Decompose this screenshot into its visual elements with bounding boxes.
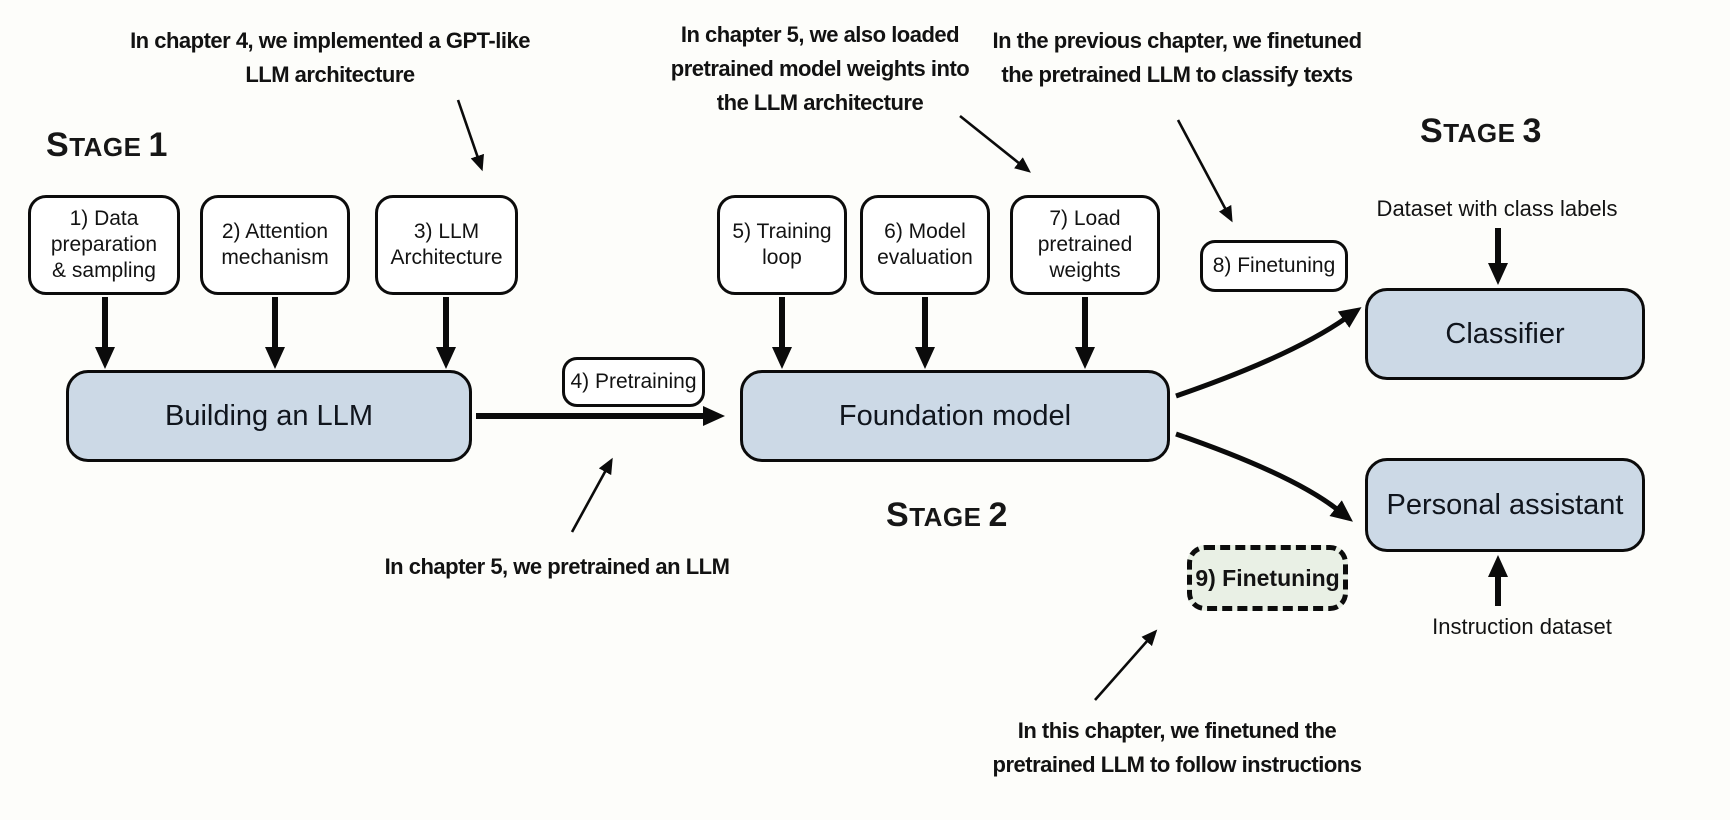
step-box-text-line: 6) Model (884, 220, 966, 243)
stage-label-number: 2 (988, 496, 1008, 534)
main-box-label: Foundation model (838, 399, 1072, 432)
dataset-class-labels-text: Dataset with class labels (1376, 196, 1618, 221)
stage-label-caps: TAGE (69, 132, 142, 162)
main-box-label: Classifier (1445, 317, 1565, 350)
step-box-finetuning-8: 8) Finetuning (1200, 240, 1348, 292)
annotation-chapter4: In chapter 4, we implemented a GPT-like … (130, 24, 530, 92)
step-box-text-line: pretrained (1037, 233, 1133, 256)
annotation-text-line: the pretrained LLM to classify texts (1001, 62, 1353, 87)
annotation-text-line: pretrained model weights into (670, 56, 970, 81)
step-box-text-line: mechanism (221, 246, 329, 269)
arrow-annotation-chapter5-loaded (959, 114, 1031, 173)
step-box-data-preparation: 1) Data preparation & sampling (28, 195, 180, 295)
step-box-text-line: 2) Attention (221, 220, 329, 243)
step-box-training-loop: 5) Training loop (717, 195, 847, 295)
main-box-label: Personal assistant (1386, 488, 1624, 521)
arrow-annotation-this-chapter (1094, 629, 1158, 701)
step-box-text-line: preparation (50, 233, 158, 256)
stage-label-number: 3 (1522, 112, 1542, 150)
instruction-dataset-text: Instruction dataset (1432, 614, 1612, 639)
annotation-this-chapter: In this chapter, we finetuned the pretra… (993, 714, 1362, 782)
step-box-text-line: 3) LLM (413, 220, 480, 243)
annotation-text-line: the LLM architecture (716, 90, 924, 115)
step-box-load-pretrained-weights: 7) Load pretrained weights (1010, 195, 1160, 295)
step-box-text-line: 5) Training (732, 220, 832, 243)
arrow-annotation-chapter4 (456, 99, 484, 172)
arrow-foundation-to-classifier (1175, 307, 1362, 399)
step-box-llm-architecture: 3) LLM Architecture (375, 195, 518, 295)
arrow-annotation-prev-chapter (1176, 119, 1233, 223)
annotation-text-line: In chapter 4, we implemented a GPT-like (130, 28, 530, 53)
step-box-text-line: Architecture (390, 246, 503, 269)
step-box-text-line: 1) Data (69, 207, 139, 230)
step-box-text-line: 8) Finetuning (1212, 254, 1336, 277)
annotation-text-line: In this chapter, we finetuned the (1017, 718, 1337, 743)
step-box-text-line: 9) Finetuning (1195, 565, 1340, 591)
annotation-text-line: pretrained LLM to follow instructions (992, 752, 1362, 777)
step-box-finetuning-9: 9) Finetuning (1187, 545, 1348, 611)
step-box-pretraining: 4) Pretraining (562, 357, 705, 407)
step-box-text-line: evaluation (877, 246, 973, 269)
stage-label-number: 1 (148, 126, 168, 164)
annotation-text-line: In chapter 5, we also loaded (680, 22, 960, 47)
annotation-text-line: In the previous chapter, we finetuned (992, 28, 1362, 53)
step-box-text-line: & sampling (52, 259, 156, 282)
annotation-chapter5-loaded: In chapter 5, we also loaded pretrained … (670, 18, 970, 120)
building-llm-box: Building an LLM (66, 370, 472, 462)
stage-label-caps: TAGE (909, 502, 982, 532)
annotation-chapter5-pretrained: In chapter 5, we pretrained an LLM (385, 550, 730, 584)
step-box-text-line: weights (1049, 259, 1121, 282)
classifier-box: Classifier (1365, 288, 1645, 380)
step-box-attention-mechanism: 2) Attention mechanism (200, 195, 350, 295)
annotation-text-line: In chapter 5, we pretrained an LLM (384, 554, 730, 579)
step-box-text-line: loop (762, 246, 802, 269)
stage-label-initial: S (46, 126, 70, 164)
stage-label-initial: S (886, 496, 910, 534)
step-box-text-line: 4) Pretraining (570, 370, 697, 393)
stage-label-initial: S (1420, 112, 1444, 150)
arrow-annotation-chapter5-pretrained (570, 457, 613, 533)
step-box-text-line: 7) Load (1049, 207, 1121, 230)
main-box-label: Building an LLM (165, 399, 373, 432)
annotation-prev-chapter: In the previous chapter, we finetuned th… (992, 24, 1362, 92)
step-box-model-evaluation: 6) Model evaluation (860, 195, 990, 295)
stage-label-caps: TAGE (1443, 118, 1516, 148)
annotation-text-line: LLM architecture (245, 62, 415, 87)
foundation-model-box: Foundation model (740, 370, 1170, 462)
personal-assistant-box: Personal assistant (1365, 458, 1645, 552)
arrow-foundation-to-personal-assistant (1175, 431, 1353, 522)
